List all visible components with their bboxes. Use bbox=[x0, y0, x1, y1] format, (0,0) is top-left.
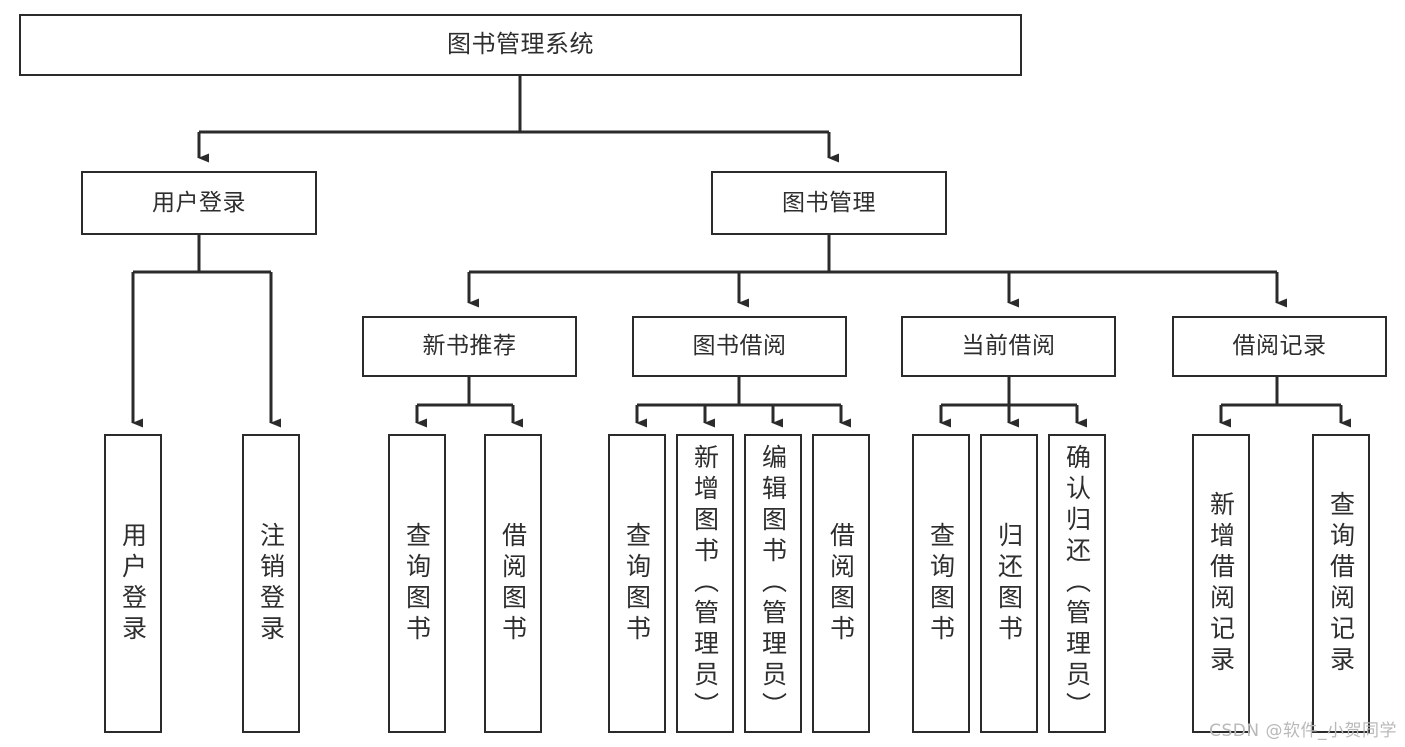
leaf-book-borrow-query-book[interactable]: 查询图书 bbox=[608, 434, 666, 733]
node-label: 新书推荐 bbox=[422, 333, 517, 360]
node-borrow-record[interactable]: 借阅记录 bbox=[1172, 316, 1387, 377]
leaf-current-borrow-return-book[interactable]: 归还图书 bbox=[980, 434, 1038, 733]
node-label: 图书借阅 bbox=[692, 333, 787, 360]
node-label: 借阅图书 bbox=[498, 521, 528, 646]
node-label: 查询图书 bbox=[926, 521, 956, 646]
leaf-current-borrow-query-book[interactable]: 查询图书 bbox=[912, 434, 970, 733]
node-label: 图书管理 bbox=[782, 189, 876, 216]
node-user-login[interactable]: 用户登录 bbox=[81, 171, 317, 235]
node-label: 用户登录 bbox=[152, 189, 246, 216]
watermark: CSDN @软件_小贺同学 bbox=[1209, 721, 1397, 741]
node-label: 图书管理系统 bbox=[447, 30, 594, 59]
leaf-book-borrow-add-book-admin[interactable]: 新增图书（管理员） bbox=[676, 434, 734, 733]
leaf-borrow-record-query-record[interactable]: 查询借阅记录 bbox=[1312, 434, 1370, 733]
leaf-borrow-record-add-record[interactable]: 新增借阅记录 bbox=[1192, 434, 1250, 733]
node-book-management[interactable]: 图书管理 bbox=[711, 171, 947, 235]
node-label: 编辑图书（管理员） bbox=[758, 444, 788, 723]
node-label: 查询图书 bbox=[402, 521, 432, 646]
leaf-book-borrow-borrow-book[interactable]: 借阅图书 bbox=[812, 434, 870, 733]
leaf-user-login-logout[interactable]: 注销登录 bbox=[242, 434, 300, 733]
node-current-borrow[interactable]: 当前借阅 bbox=[901, 316, 1116, 377]
node-label: 注销登录 bbox=[256, 521, 286, 646]
leaf-book-borrow-edit-book-admin[interactable]: 编辑图书（管理员） bbox=[744, 434, 802, 733]
node-book-borrow[interactable]: 图书借阅 bbox=[632, 316, 847, 377]
leaf-new-book-borrow-book[interactable]: 借阅图书 bbox=[484, 434, 542, 733]
node-label: 借阅记录 bbox=[1232, 333, 1327, 360]
leaf-current-borrow-confirm-return-admin[interactable]: 确认归还（管理员） bbox=[1048, 434, 1106, 733]
node-label: 查询借阅记录 bbox=[1326, 490, 1356, 677]
leaf-new-book-query-book[interactable]: 查询图书 bbox=[388, 434, 446, 733]
node-label: 借阅图书 bbox=[826, 521, 856, 646]
node-root-book-management-system[interactable]: 图书管理系统 bbox=[19, 14, 1022, 76]
node-label: 新增图书（管理员） bbox=[690, 444, 720, 723]
node-new-book-recommend[interactable]: 新书推荐 bbox=[362, 316, 577, 377]
node-label: 新增借阅记录 bbox=[1206, 490, 1236, 677]
node-label: 归还图书 bbox=[994, 521, 1024, 646]
leaf-user-login-login[interactable]: 用户登录 bbox=[104, 434, 162, 733]
node-label: 查询图书 bbox=[622, 521, 652, 646]
node-label: 确认归还（管理员） bbox=[1062, 444, 1092, 723]
node-label: 当前借阅 bbox=[961, 333, 1056, 360]
node-label: 用户登录 bbox=[118, 521, 148, 646]
